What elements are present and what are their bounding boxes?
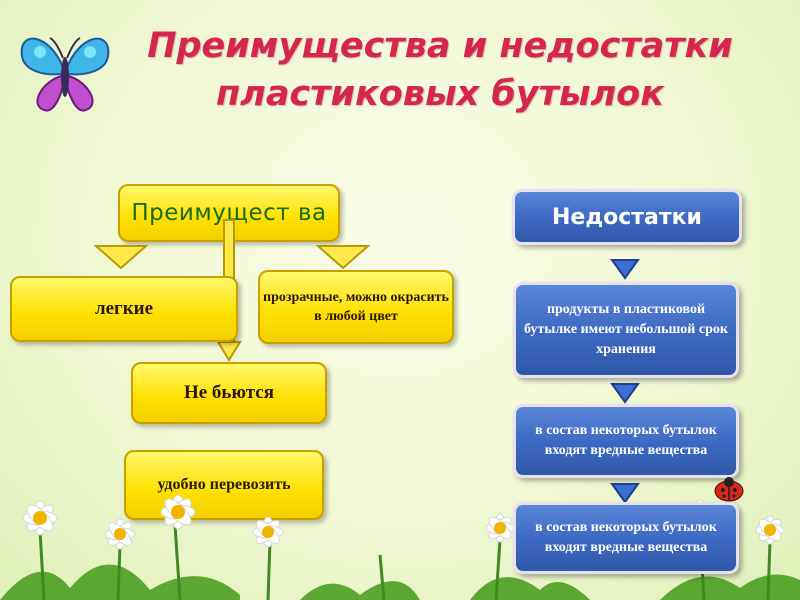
- advantage-transport: удобно перевозить: [157, 476, 291, 493]
- page-title: Преимущества и недостатки пластиковых бу…: [147, 26, 733, 114]
- disadvantage-storage: продукты в пластиковой бутылке имеют неб…: [524, 302, 728, 357]
- disadvantage-harmful-box: в состав некоторых бутылок входят вредны…: [513, 404, 739, 478]
- ladybug-icon: [714, 477, 744, 502]
- butterfly-icon: [20, 37, 110, 112]
- disadvantage-storage-box: продукты в пластиковой бутылке имеют неб…: [513, 282, 739, 378]
- disadvantages-heading: Недостатки: [552, 204, 702, 230]
- arrow-down-icon: [610, 383, 640, 404]
- arrow-down-icon: [610, 259, 640, 280]
- advantage-light: легкие: [94, 298, 154, 319]
- arrow-down-icon: [610, 483, 640, 504]
- disadvantages-heading-box: Недостатки: [512, 189, 742, 245]
- advantage-transport-box: удобно перевозить: [124, 450, 324, 520]
- disadvantage-harmful-box-2: в состав некоторых бутылок входят вредны…: [513, 502, 739, 574]
- disadvantage-harmful: в состав некоторых бутылок входят вредны…: [535, 423, 717, 458]
- advantage-light-box: легкие: [10, 276, 238, 342]
- arrow-down-right-icon: [316, 245, 370, 270]
- advantage-unbreakable: Не бьются: [183, 382, 275, 403]
- disadvantage-harmful-2: в состав некоторых бутылок входят вредны…: [535, 520, 717, 555]
- arrow-down-left-icon: [94, 245, 148, 270]
- advantage-transparent: прозрачные, можно окрасить в любой цвет: [263, 290, 449, 324]
- advantage-unbreakable-box: Не бьются: [131, 362, 327, 424]
- advantage-transparent-box: прозрачные, можно окрасить в любой цвет: [258, 270, 454, 344]
